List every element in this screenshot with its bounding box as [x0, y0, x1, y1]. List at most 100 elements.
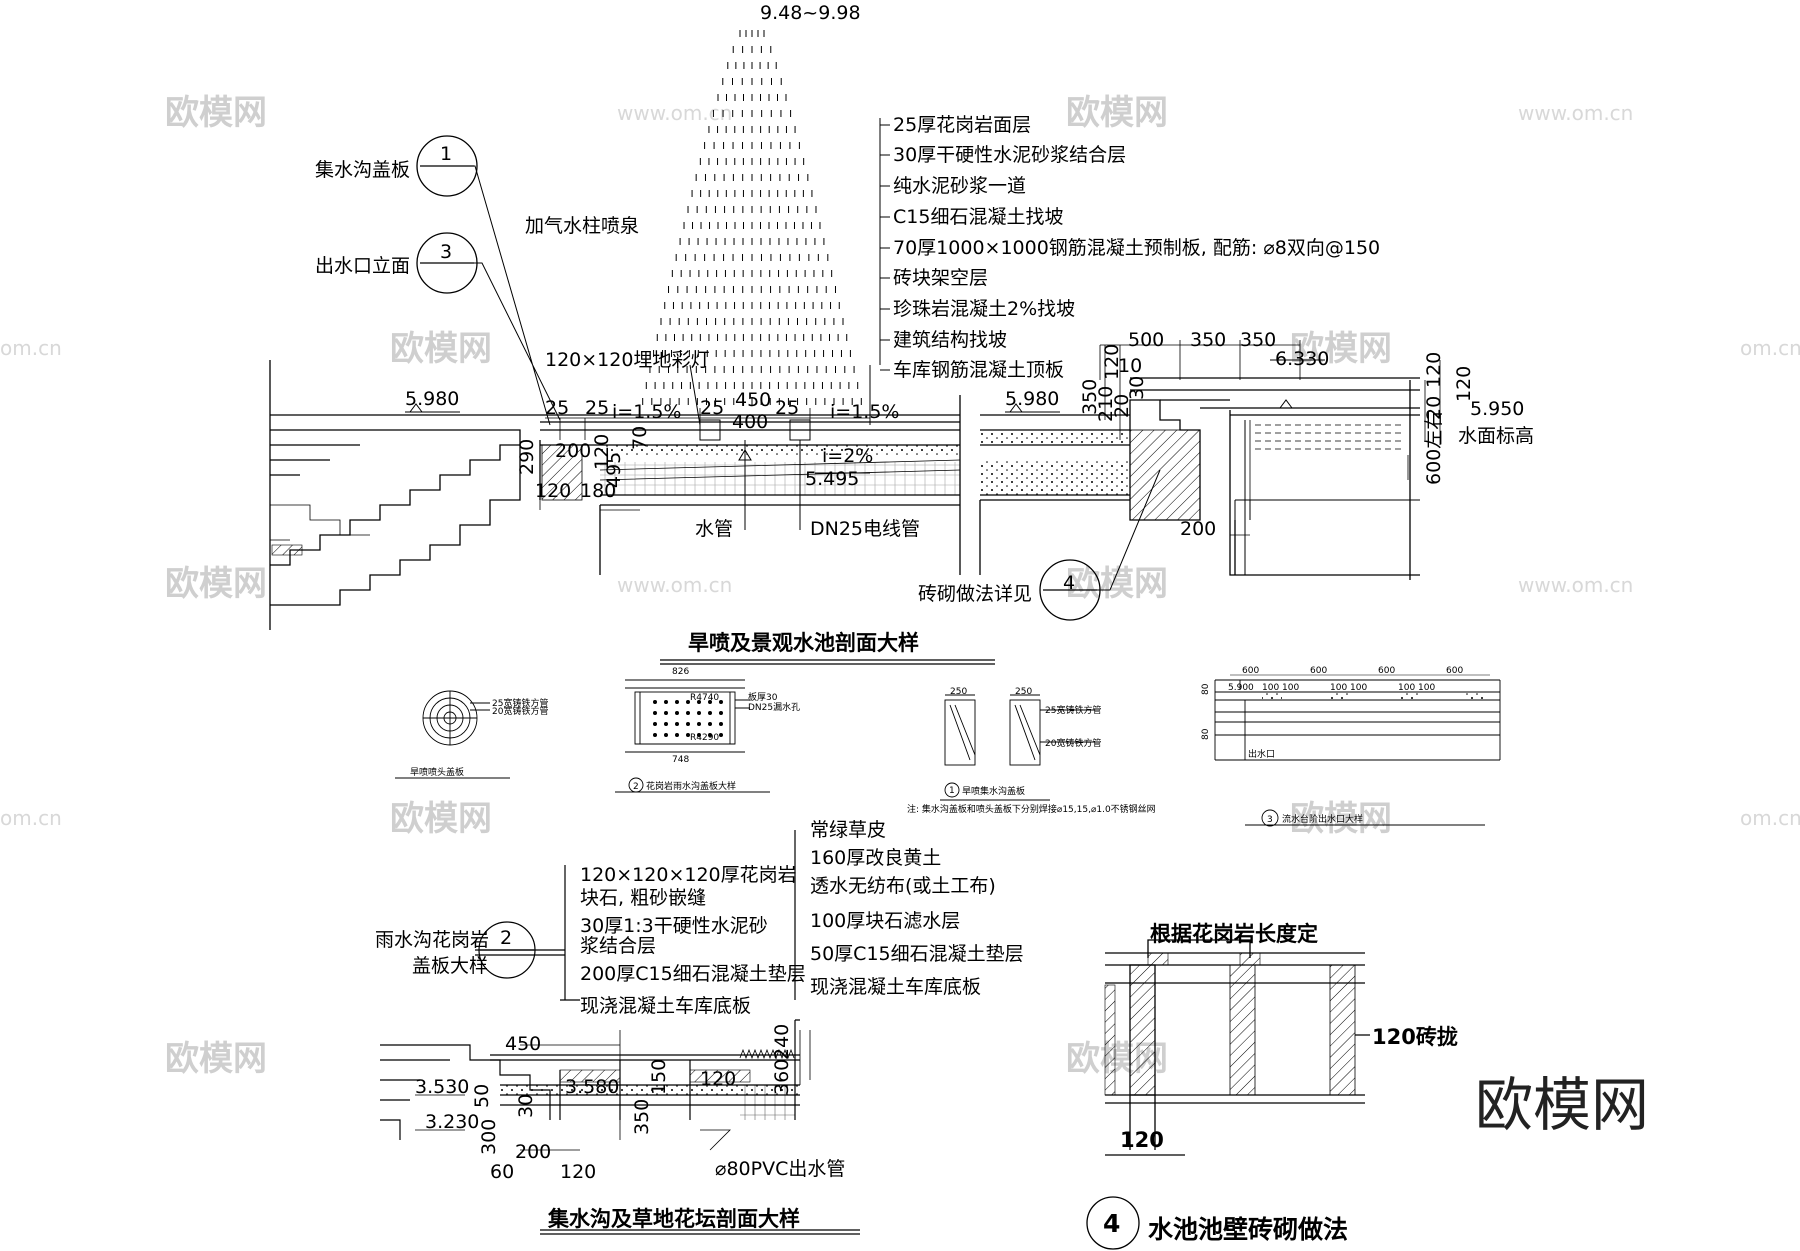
layer-item: 砖块架空层 [893, 267, 988, 289]
dim: 100 [1262, 683, 1279, 693]
layer-item: 车库钢筋混凝土顶板 [893, 359, 1064, 381]
elevation: 5.495 [805, 468, 859, 490]
dim: 100 [1282, 683, 1299, 693]
dim: 240 [771, 1024, 793, 1060]
dim: 250 [950, 687, 967, 697]
corner-logo: 欧模网 [1475, 1071, 1649, 1139]
dim: 25 [545, 397, 569, 419]
layer-item: 30厚1:3干硬性水泥砂 [580, 915, 768, 937]
callout-label: 盖板大样 [412, 955, 488, 977]
layer-item: 100厚块石滤水层 [810, 910, 960, 932]
wall-top-label: 根据花岗岩长度定 [1150, 922, 1318, 946]
grate-hole [719, 733, 723, 737]
small-details [395, 674, 1501, 827]
grate-hole [686, 733, 690, 737]
dim: 600 [1378, 666, 1395, 676]
layer-item: 70厚1000×1000钢筋混凝土预制板, 配筋: ⌀8双向@150 [893, 237, 1380, 259]
grate-hole [653, 722, 657, 726]
layer-item: 25厚花岗岩面层 [893, 114, 1031, 136]
callout-num: 4 [1063, 572, 1075, 594]
fountain-spray [642, 30, 862, 405]
layer-item: 50厚C15细石混凝土垫层 [810, 943, 1024, 965]
dim: 180 [580, 480, 616, 502]
callout-circle-4 [1039, 559, 1101, 621]
grate-hole [653, 711, 657, 715]
note: 25宽铸铁方管 [1045, 704, 1101, 716]
dim: 25 [700, 397, 724, 419]
watermark: om.cn [1740, 336, 1800, 360]
dim: 350 [1190, 329, 1226, 351]
elevation: 5.950 [1470, 398, 1524, 420]
grate-hole [686, 711, 690, 715]
grate-hole [664, 711, 668, 715]
conduit-label: DN25电线管 [810, 518, 920, 540]
watermark: www.om.cn [617, 101, 732, 125]
grate-hole [719, 722, 723, 726]
grate-hole [697, 700, 701, 704]
dim: 350 [1240, 329, 1276, 351]
drain-section-text: 120×120×120厚花岗岩 块石, 粗砂嵌缝 30厚1:3干硬性水泥砂 浆结… [375, 819, 1024, 1231]
dim: 120 [560, 1161, 596, 1183]
layer-item: 120×120×120厚花岗岩 [580, 864, 797, 886]
fountain-label: 加气水柱喷泉 [525, 215, 639, 237]
elevation: 3.230 [425, 1111, 479, 1133]
left-stairs [269, 360, 540, 630]
pipe-label: 水管 [695, 518, 733, 540]
note: 25宽铸铁方管 [492, 697, 548, 709]
layer-item: 现浇混凝土车库底板 [580, 995, 751, 1017]
grate-hole [708, 711, 712, 715]
dim: R4740 [690, 693, 719, 703]
layer-item: 常绿草皮 [810, 819, 886, 841]
watermark: om.cn [0, 806, 62, 830]
dim: 748 [672, 755, 689, 765]
grate-hole [675, 711, 679, 715]
watermark: www.om.cn [617, 573, 732, 597]
water-level-label: 水面标高 [1458, 425, 1534, 447]
dim: 120 [1423, 352, 1445, 388]
layer-item: 块石, 粗砂嵌缝 [580, 887, 706, 909]
dim: 120 [1453, 366, 1475, 402]
grate-hole [653, 733, 657, 737]
dim: 100 [1418, 683, 1435, 693]
callout-num: 3 [1267, 815, 1273, 825]
fountain-section-text: 9.48~9.98 集水沟盖板 1 出水口立面 3 加气水柱喷泉 120×120… [315, 2, 1534, 655]
watermark: 欧模网 [1066, 564, 1168, 604]
slope: i=2% [822, 445, 873, 467]
note: 20宽铸铁方管 [492, 705, 548, 717]
grate-hole [708, 733, 712, 737]
layer-item: 珍珠岩混凝土2%找坡 [893, 298, 1075, 320]
grate-hole [664, 722, 668, 726]
callout-num: 2 [500, 927, 512, 949]
grate-hole [697, 733, 701, 737]
drain-section [380, 830, 860, 1235]
callout-circle-1 [416, 135, 478, 197]
leader-lines [455, 165, 1161, 591]
section-title: 水池池壁砖砌做法 [1148, 1215, 1348, 1244]
watermark: www.om.cn [1518, 573, 1633, 597]
grate-hole [719, 711, 723, 715]
left-layer-list: 120×120×120厚花岗岩 块石, 粗砂嵌缝 30厚1:3干硬性水泥砂 浆结… [580, 864, 806, 1017]
dim: 30 [1126, 376, 1148, 400]
dim: 30 [515, 1094, 537, 1118]
dim: 200 [555, 440, 591, 462]
elevation: 5.980 [1005, 388, 1059, 410]
watermark: 欧模网 [165, 93, 267, 133]
watermark: 欧模网 [1066, 93, 1168, 133]
small-details-text: 25宽铸铁方管 20宽铸铁方管 旱喷喷头盖板 826 748 R4740 R42… [410, 666, 1463, 825]
dim: 360 [771, 1059, 793, 1095]
watermark: 欧模网 [165, 564, 267, 604]
watermark-layer: 欧模网 欧模网 www.om.cn www.om.cn 欧模网 欧模网 om.c… [0, 93, 1800, 1139]
layer-item: 建筑结构找坡 [893, 329, 1007, 351]
dim: 290 [516, 439, 538, 475]
note: DN25漏水孔 [748, 701, 800, 713]
dim: 120 [1101, 344, 1123, 380]
dim: 80 [1201, 683, 1211, 695]
dim: 70 [629, 426, 651, 450]
right-layer-list: 常绿草皮 160厚改良黄土 透水无纺布(或土工布) 100厚块石滤水层 50厚C… [810, 819, 1024, 998]
callout-label: 雨水沟花岗岩 [375, 929, 489, 951]
dim: 150 [648, 1059, 670, 1095]
dim: 600 [1310, 666, 1327, 676]
layer-item: 现浇混凝土车库底板 [810, 976, 981, 998]
layer-item: 30厚干硬性水泥砂浆结合层 [893, 144, 1126, 166]
grate-hole [719, 700, 723, 704]
